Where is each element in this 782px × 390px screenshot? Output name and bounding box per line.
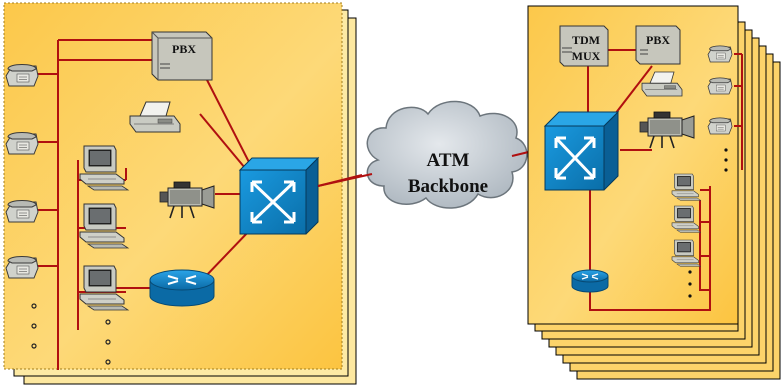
phone-icon	[707, 77, 733, 95]
right-more-dots	[688, 148, 728, 298]
atm-backbone-cloud: ATM Backbone	[366, 100, 528, 209]
router-icon	[571, 269, 609, 293]
cloud-label-line1: ATM	[427, 150, 470, 171]
phone-icon	[707, 45, 733, 63]
left-atm-switch-icon	[238, 156, 320, 235]
right-pbx-label: PBX	[646, 33, 670, 47]
tdm-mux: TDM MUX	[559, 25, 609, 67]
left-more-dots	[31, 303, 111, 365]
phone-icon	[5, 132, 39, 155]
left-site: PBX	[3, 2, 363, 385]
phone-icon	[5, 64, 39, 87]
tdm-label-line2: MUX	[572, 49, 601, 63]
phone-icon	[707, 117, 733, 135]
right-site: TDM MUX PBX	[527, 5, 781, 380]
right-pbx: PBX	[635, 25, 681, 65]
left-pbx-label: PBX	[172, 42, 196, 56]
left-pbx: PBX	[151, 31, 213, 81]
right-links	[587, 49, 743, 311]
right-atm-switch-icon	[543, 110, 620, 191]
tdm-label-line1: TDM	[572, 33, 600, 47]
router-icon	[149, 269, 215, 307]
phone-icon	[5, 256, 39, 279]
cloud-label-line2: Backbone	[408, 176, 488, 197]
left-uplink	[317, 173, 373, 187]
phone-icon	[5, 200, 39, 223]
